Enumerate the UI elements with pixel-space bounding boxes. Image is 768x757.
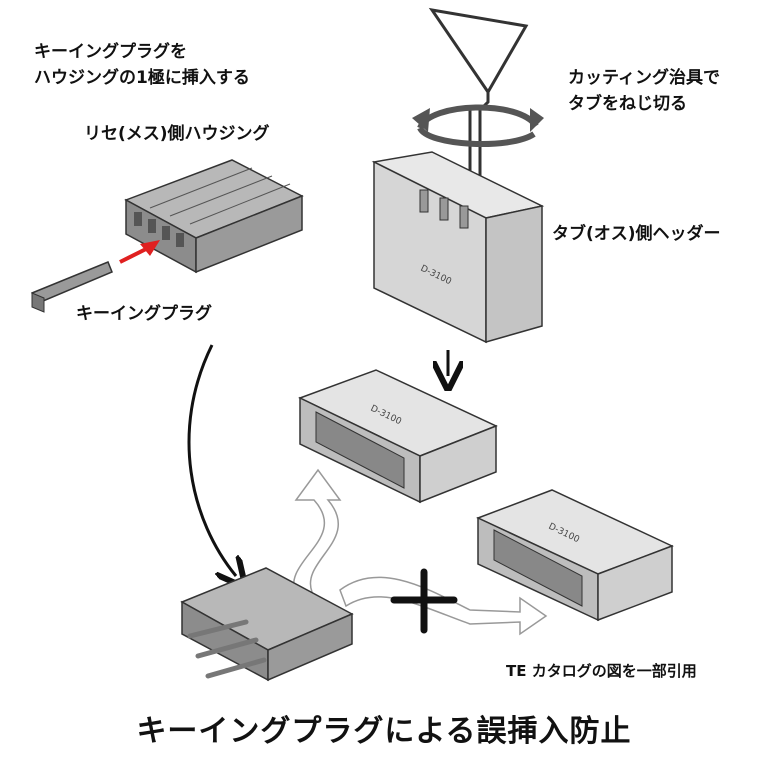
keying-plug-label: キーイングプラグ: [76, 304, 212, 324]
receptacle-housing-label: リセ(メス)側ハウジング: [84, 124, 270, 144]
rotation-arrow-head-left: [412, 108, 430, 132]
white-path-arrow-up: [292, 468, 342, 597]
tab-header-label: タブ(オス)側ヘッダー: [552, 224, 721, 244]
keying-instruction-line2: ハウジングの1極に挿入する: [34, 68, 250, 88]
white-path-arrow-right: [339, 576, 548, 636]
page-title: キーイングプラグによる誤挿入防止: [136, 714, 632, 749]
keying-instruction-line1: キーイングプラグを: [34, 42, 187, 62]
receptacle-housing-illustration: [124, 159, 304, 274]
keying-plug-illustration: [31, 261, 113, 313]
curved-arrow: [187, 344, 236, 576]
rotation-arrow-icon: [417, 104, 539, 148]
credit-text: TE カタログの図を一部引用: [506, 662, 697, 680]
mated-connector-upper: D-3100: [298, 369, 498, 504]
keyed-receptacle-illustration: [180, 567, 354, 682]
blocked-cross-icon: [390, 568, 458, 634]
cutting-tool-line1: カッティング治具で: [568, 68, 720, 88]
rotation-arrow-head-right: [530, 108, 544, 132]
insert-arrow-head: [140, 240, 160, 256]
mated-connector-lower: D-3100: [476, 489, 674, 622]
cutting-tool-line2: タブをねじ切る: [568, 94, 687, 114]
tab-header-illustration: D-3100: [371, 151, 545, 344]
